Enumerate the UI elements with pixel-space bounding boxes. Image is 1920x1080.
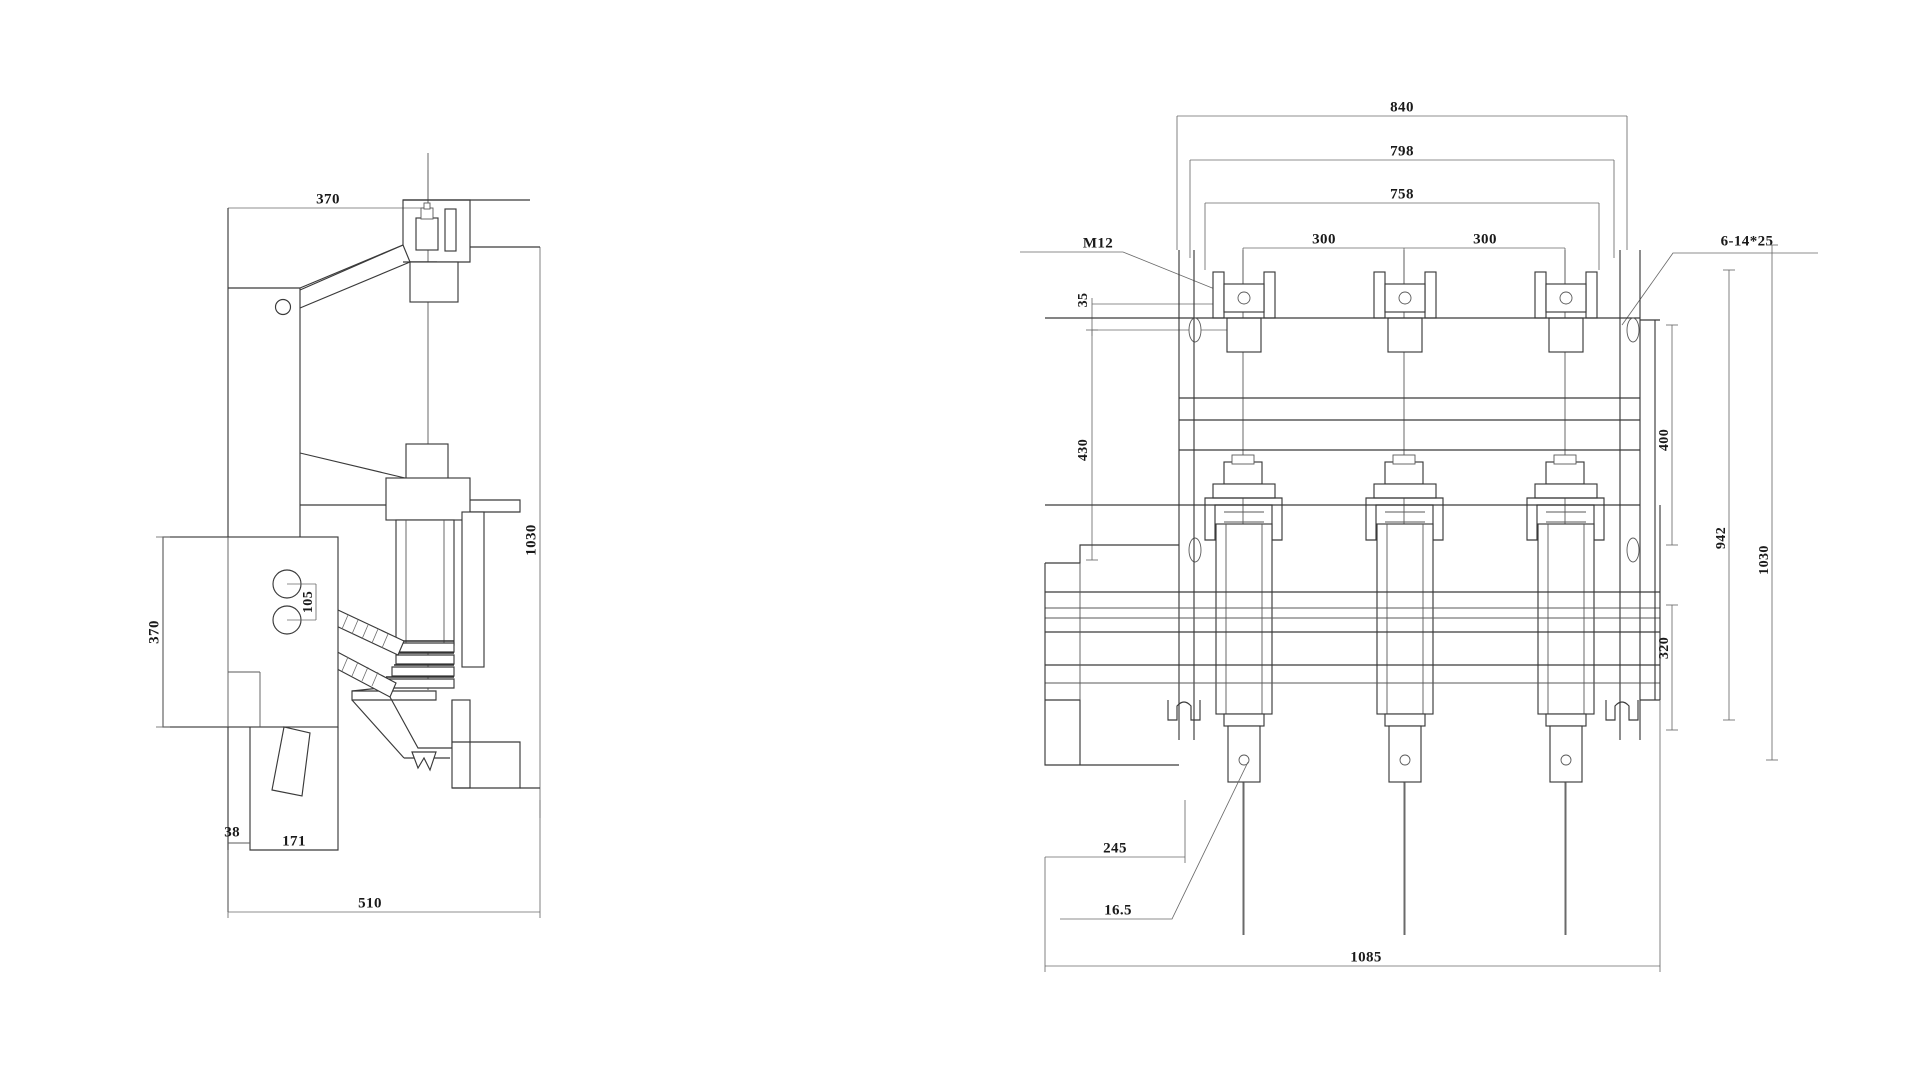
leader-16-5: 16.5 [1060,761,1249,920]
side-insulator-assembly [385,443,521,668]
hook-catch-left [1167,700,1201,721]
side-upper-arm-bottom [299,261,411,309]
dim-label-320: 320 [1657,637,1672,659]
dim-label-400: 400 [1657,429,1672,451]
drive-rod [1227,725,1261,783]
dim-label-1030-side: 1030 [523,524,539,556]
dim-942: 942 [1714,269,1735,721]
mount-slot-upper-left [1188,317,1202,343]
side-cabinet-box [162,536,339,728]
side-upper-arm-end [402,244,411,263]
dim-430: 430 [1076,329,1098,561]
leader-M12: M12 [1020,235,1238,299]
dim-1085: 1085 [1044,700,1661,972]
dim-label-942: 942 [1714,527,1729,549]
dim-105: 105 [287,583,317,621]
lower-contact-phase-c [1526,454,1605,935]
rod-pin [1238,754,1250,766]
dim-label-430: 430 [1076,439,1091,461]
dim-label-171: 171 [282,833,306,849]
dim-510: 510 [227,800,541,918]
dim-320: 320 [1657,604,1678,731]
upper-terminal-phase-b [1373,271,1437,353]
side-contact-stack [351,640,455,701]
dim-label-370-cabinet: 370 [146,620,162,644]
side-pole-flange [470,499,521,513]
terminal-stem [1226,317,1262,353]
dim-label-758: 758 [1390,186,1414,202]
dim-label-6-14-25: 6-14*25 [1721,233,1774,249]
side-operating-handle [271,726,311,797]
side-mechanism-cabinet: 105 [162,536,339,728]
dim-1030-side: 1030 [470,246,541,818]
dim-label-1085: 1085 [1350,949,1382,965]
dim-758: 758 [1204,186,1600,270]
side-pole-cap [405,443,449,481]
terminal-clip-right [1263,271,1276,319]
dim-245: 245 [1045,800,1186,863]
upper-terminal-phase-a [1212,271,1276,353]
dim-label-300-right: 300 [1473,231,1497,247]
contact-cap-top [1223,461,1263,485]
drive-shaft-bundle [1045,591,1660,684]
hook-catch-right [1605,700,1639,721]
insulator-column [1215,523,1273,715]
dim-label-35: 35 [1076,293,1091,308]
dim-400: 400 [1657,324,1678,546]
dim-label-38: 38 [224,824,240,840]
dim-label-16-5: 16.5 [1104,902,1132,918]
mount-slot-mid-right [1626,537,1640,563]
mount-slot-mid-left [1188,537,1202,563]
side-upper-terminal [403,199,471,303]
dim-label-105: 105 [301,591,316,613]
side-upper-arm-fold [299,244,404,291]
side-lower-arm-top [299,452,406,479]
dim-label-798: 798 [1390,143,1414,159]
terminal-bolt [1237,291,1251,305]
dim-label-840: 840 [1390,99,1414,115]
dim-label-370-top: 370 [316,191,340,207]
side-lower-post [451,699,471,789]
side-view: 370 [146,153,541,918]
side-linkage-upper [331,609,405,656]
side-arc-horn [411,751,437,772]
contact-shoulder [1212,483,1276,499]
front-view: 840 798 758 300 300 [1020,99,1818,972]
side-pole-head [385,477,471,521]
side-lower-plate [452,741,521,789]
side-base-box [228,727,339,851]
dim-840: 840 [1176,99,1628,250]
insulator-base-flange [1223,713,1265,727]
dim-798: 798 [1189,143,1615,258]
leader-mount-holes: 6-14*25 [1621,233,1818,326]
dim-1030-front: 1030 [1757,244,1778,761]
lower-contact-phase-a [1204,454,1283,935]
dim-label-1030-front: 1030 [1757,545,1772,575]
side-pole-rear-bar [461,511,485,668]
side-arc-chute [351,696,521,789]
dim-370-top: 370 [227,170,429,216]
left-bearing-bracket [1044,544,1179,766]
dim-35: 35 [1076,293,1230,336]
mount-slot-upper-right [1626,317,1640,343]
lower-contact-phase-b [1365,454,1444,935]
side-pole-body [395,519,455,646]
dim-label-510: 510 [358,895,382,911]
dim-label-M12: M12 [1083,235,1113,251]
dim-label-245: 245 [1103,840,1127,856]
terminal-clip-left [1212,271,1225,319]
side-frame-hole [274,298,292,316]
dim-label-300-left: 300 [1312,231,1336,247]
dim-370-cabinet: 370 [146,536,170,728]
upper-terminal-phase-c [1534,271,1598,353]
